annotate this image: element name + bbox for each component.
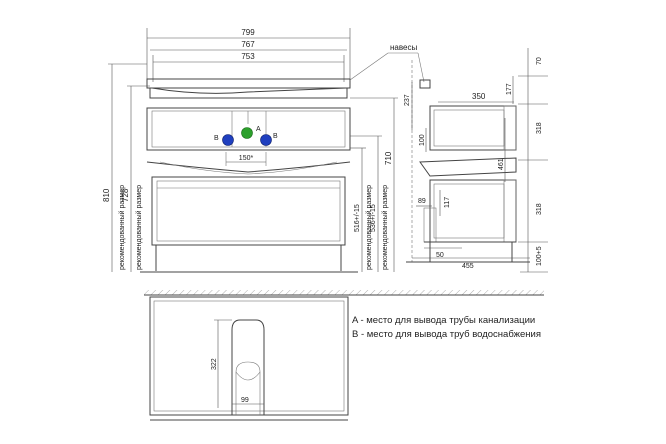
dim-318-top: 318	[536, 122, 543, 134]
side-lower-cabinet	[419, 157, 517, 262]
label-rec-mid: рекомендованный размер	[365, 185, 373, 270]
label-rec-right: рекомендованный размер	[381, 185, 389, 270]
dim-810: 810	[102, 188, 111, 202]
dim-710: 710	[384, 151, 393, 165]
label-point-a: A	[256, 126, 261, 133]
side-dimensions-right: 177 461 70 318 318 100+5	[498, 48, 548, 273]
side-dimension-350: 350	[438, 92, 514, 103]
hinges-callout: навесы	[349, 43, 425, 83]
front-width-dimensions: 799 767 753	[146, 28, 351, 82]
dim-50: 50	[436, 252, 444, 259]
dim-753: 753	[241, 52, 255, 61]
dim-728: 728	[121, 188, 130, 202]
side-view: 237 100 89 117 50 455 350 177 461	[404, 48, 548, 273]
legend-line-a: A - место для вывода трубы канализации	[352, 315, 535, 326]
dim-100: 100	[419, 134, 426, 146]
label-point-b-right: B	[273, 133, 278, 140]
label-hinges: навесы	[390, 43, 417, 52]
label-rec-outer: рекомендованный размер	[118, 185, 126, 270]
water-point-b-right-icon	[260, 134, 272, 146]
dim-177: 177	[506, 83, 513, 95]
label-point-b-left: B	[214, 135, 219, 142]
front-view: 799 767 753 150*	[102, 28, 398, 273]
dim-100-5: 100+5	[536, 246, 543, 266]
dim-318-bottom: 318	[536, 203, 543, 215]
front-height-dimensions-right: 516+/-15 рекомендованный размер 536+/-15…	[350, 97, 398, 272]
plan-view: 322 99	[144, 290, 544, 421]
label-rec-inner: рекомендованный размер	[135, 185, 143, 270]
dim-461: 461	[498, 158, 505, 170]
dim-516: 516+/-15	[354, 204, 361, 232]
water-point-b-left-icon	[222, 134, 234, 146]
dim-237: 237	[404, 94, 411, 106]
drain-point-a-icon	[241, 127, 253, 139]
dim-322: 322	[211, 358, 218, 370]
side-upper-cabinet	[429, 105, 517, 151]
legend-line-b: B - место для вывода труб водоснабжения	[352, 329, 541, 340]
dim-150: 150*	[239, 155, 254, 162]
dim-70: 70	[536, 57, 543, 65]
legend: A - место для вывода трубы канализации B…	[352, 315, 541, 340]
dim-99: 99	[241, 397, 249, 404]
front-lower-cabinet	[140, 176, 358, 273]
dim-799: 799	[241, 28, 255, 37]
dim-89: 89	[418, 198, 426, 205]
dim-536: 536+/-15	[370, 204, 377, 232]
dim-117: 117	[444, 197, 451, 208]
front-upper-cabinet	[146, 78, 351, 151]
side-dimensions-left: 237 100 89 117 50 455	[404, 82, 530, 270]
dim-767: 767	[241, 40, 255, 49]
front-basin: 150*	[146, 152, 351, 175]
front-height-dimensions-left: 810 рекомендованный размер 728 рекомендо…	[102, 63, 150, 272]
dim-455: 455	[462, 263, 474, 270]
front-pipe-points: A B B	[214, 126, 278, 146]
dim-350: 350	[472, 92, 486, 101]
